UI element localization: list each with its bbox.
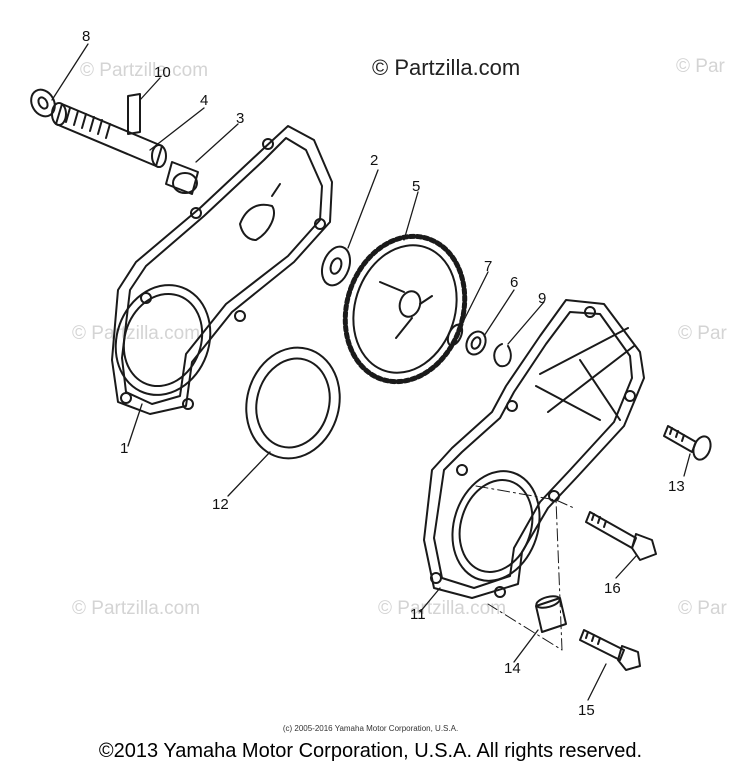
watermark-faint-1: © Partzilla.com xyxy=(80,60,209,81)
part-1-cover-gasket xyxy=(111,125,333,415)
part-label-15: 15 xyxy=(578,702,595,719)
part-4-shaft xyxy=(51,102,167,168)
part-label-9: 9 xyxy=(538,290,547,307)
small-copyright-text: (c) 2005-2016 Yamaha Motor Corporation, … xyxy=(282,724,459,733)
watermark-faint-6: © Partzilla.com xyxy=(378,598,507,619)
part-13-bolt xyxy=(663,425,712,461)
footer-copyright: ©2013 Yamaha Motor Corporation, U.S.A. A… xyxy=(98,740,643,762)
part-label-8: 8 xyxy=(82,28,91,45)
alignment-lines xyxy=(475,485,575,651)
watermark-faint-7: © Par xyxy=(678,598,727,619)
part-7-washer xyxy=(446,323,464,347)
part-label-13: 13 xyxy=(668,478,685,495)
part-3-collar xyxy=(165,161,199,195)
part-label-6: 6 xyxy=(510,274,519,291)
part-label-4: 4 xyxy=(200,92,209,109)
part-10-pin xyxy=(127,93,141,135)
part-label-14: 14 xyxy=(504,660,521,677)
watermark-faint-5: © Partzilla.com xyxy=(72,598,201,619)
part-15-bolt xyxy=(579,629,641,671)
leader-lines xyxy=(51,43,691,701)
part-label-16: 16 xyxy=(604,580,621,597)
part-label-5: 5 xyxy=(412,178,421,195)
part-5-gear xyxy=(342,233,468,385)
part-2-bearing xyxy=(320,245,352,287)
part-label-11: 11 xyxy=(410,606,426,623)
part-label-10: 10 xyxy=(154,64,171,81)
watermark-faint-4: © Par xyxy=(678,323,727,344)
part-8-washer xyxy=(30,88,56,118)
watermark-faint-3: © Partzilla.com xyxy=(72,323,201,344)
watermark-faint-2: © Par xyxy=(676,56,725,77)
part-16-bolt xyxy=(585,511,657,561)
part-label-2: 2 xyxy=(370,152,379,169)
part-9-circlip xyxy=(493,343,512,368)
part-6-ring xyxy=(465,330,487,356)
part-12-seal-ring xyxy=(245,346,341,460)
part-label-3: 3 xyxy=(236,110,245,127)
part-11-housing xyxy=(423,299,645,599)
part-label-12: 12 xyxy=(212,496,229,513)
part-label-1: 1 xyxy=(120,440,129,457)
watermark-main: © Partzilla.com xyxy=(372,55,521,80)
part-label-7: 7 xyxy=(484,258,493,275)
